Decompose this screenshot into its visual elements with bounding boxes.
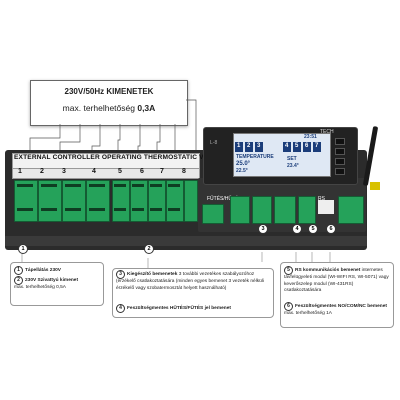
- terminal-block[interactable]: [112, 180, 130, 222]
- output-number: 8: [182, 168, 186, 175]
- note-text: max. terhelhetőség 1A: [284, 311, 332, 316]
- screen-temp-1: 25.0°: [236, 161, 251, 167]
- screen-mode-label: TEMPERATURE: [236, 154, 274, 160]
- terminal-block[interactable]: [86, 180, 110, 222]
- callout-pin: 2: [144, 244, 154, 254]
- outputs-callout-load: max. terhelhetőség 0,3A: [31, 103, 187, 113]
- zone-digit: 4: [285, 143, 289, 149]
- note-box-rs: [280, 262, 394, 328]
- note-title: Feszültségmentes HŰTÉS/FŰTÉS jel bemenet: [127, 306, 231, 311]
- terminal-block[interactable]: [38, 180, 62, 222]
- rs-tag: RS: [318, 196, 325, 202]
- output-number: 1: [18, 168, 22, 175]
- zone-digit: 5: [295, 143, 299, 149]
- note-title: Tápellátás 230V: [25, 268, 61, 273]
- zone-box: [283, 142, 291, 152]
- output-number: 2: [40, 168, 44, 175]
- output-number: 3: [62, 168, 66, 175]
- terminal-block[interactable]: [298, 196, 316, 224]
- output-number: 7: [160, 168, 164, 175]
- note-badge: 4: [116, 304, 125, 313]
- output-number: 6: [140, 168, 144, 175]
- up-button[interactable]: [335, 148, 345, 155]
- brand-logo: TECH: [320, 129, 334, 135]
- antenna-base: [370, 182, 380, 190]
- note-text: internetes távfelügyeleti modul (WI-WIFI…: [284, 268, 389, 294]
- note-title: 230V Szivattyú kimenet: [25, 278, 79, 283]
- output-number: 4: [92, 168, 96, 175]
- zone-box: [303, 142, 311, 152]
- zone-digit: 7: [315, 143, 319, 149]
- zone-box: [255, 142, 263, 152]
- zone-digit: 2: [247, 143, 251, 149]
- callout-pin: 3: [258, 224, 268, 234]
- zone-box: [245, 142, 253, 152]
- screen-time: 23:51: [304, 134, 317, 140]
- note-box-power: [10, 262, 104, 306]
- note-box-inputs: [112, 268, 274, 318]
- zone-box: [293, 142, 301, 152]
- note-badge: 1: [14, 266, 23, 275]
- screen-temp-2: 22.5°: [236, 168, 248, 174]
- rs-connector[interactable]: [318, 200, 334, 214]
- note-badge: 2: [14, 276, 23, 285]
- terminal-block[interactable]: [338, 196, 364, 224]
- outputs-callout: 230V/50Hz KIMENETEK max. terhelhetőség 0…: [30, 80, 188, 126]
- note-title: RS kommunikációs bemenet: [295, 268, 361, 273]
- model-label: L-8: [210, 140, 218, 146]
- outputs-number-strip: [12, 168, 200, 179]
- lcd-screen: [233, 133, 331, 177]
- outputs-callout-title: 230V/50Hz KIMENETEK: [64, 87, 154, 96]
- terminal-block[interactable]: [148, 180, 166, 222]
- din-rail: [5, 236, 367, 246]
- terminal-block[interactable]: [274, 196, 296, 224]
- terminal-block[interactable]: [184, 180, 198, 222]
- outputs-callout-load-value: 0,3A: [137, 103, 156, 113]
- down-button[interactable]: [335, 158, 345, 165]
- screen-temp-3: 23.4°: [287, 163, 299, 169]
- callout-pin: 1: [18, 244, 28, 254]
- note-badge: 3: [116, 270, 125, 279]
- zone-digit: 1: [237, 143, 241, 149]
- menu-button[interactable]: [335, 138, 345, 145]
- exit-button[interactable]: [335, 168, 345, 175]
- terminal-block[interactable]: [62, 180, 86, 222]
- terminal-block[interactable]: [14, 180, 38, 222]
- note-text: max. terhelhetőség 0,5A: [14, 285, 66, 290]
- note-title: Kiegészítő bemenetek: [127, 272, 178, 277]
- screen-set-label: SET: [287, 156, 297, 162]
- note-badge: 5: [284, 266, 293, 275]
- zone-digit: 3: [257, 143, 261, 149]
- note-text: 3 további vezetékes szabályozóhoz (érzék…: [116, 272, 264, 291]
- zone-box: [313, 142, 321, 152]
- output-number: 5: [118, 168, 122, 175]
- outputs-label-text: EXTERNAL CONTROLLER OPERATING THERMOSTAT…: [14, 154, 226, 161]
- terminal-block[interactable]: [166, 180, 184, 222]
- outputs-callout-load-label: max. terhelhetőség: [62, 103, 135, 113]
- terminal-block[interactable]: [202, 204, 224, 224]
- callout-pin: 5: [308, 224, 318, 234]
- callout-pin: 6: [326, 224, 336, 234]
- zone-box: [235, 142, 243, 152]
- heating-cooling-tag: FŰTÉS/HŰTÉS: [207, 196, 242, 202]
- callout-pin: 4: [292, 224, 302, 234]
- terminal-block[interactable]: [252, 196, 272, 224]
- note-badge: 6: [284, 302, 293, 311]
- terminal-block[interactable]: [230, 196, 250, 224]
- terminal-block[interactable]: [130, 180, 148, 222]
- note-title: Feszültségmentes NO/COM/NC bemenet: [295, 304, 387, 309]
- zone-digit: 6: [305, 143, 309, 149]
